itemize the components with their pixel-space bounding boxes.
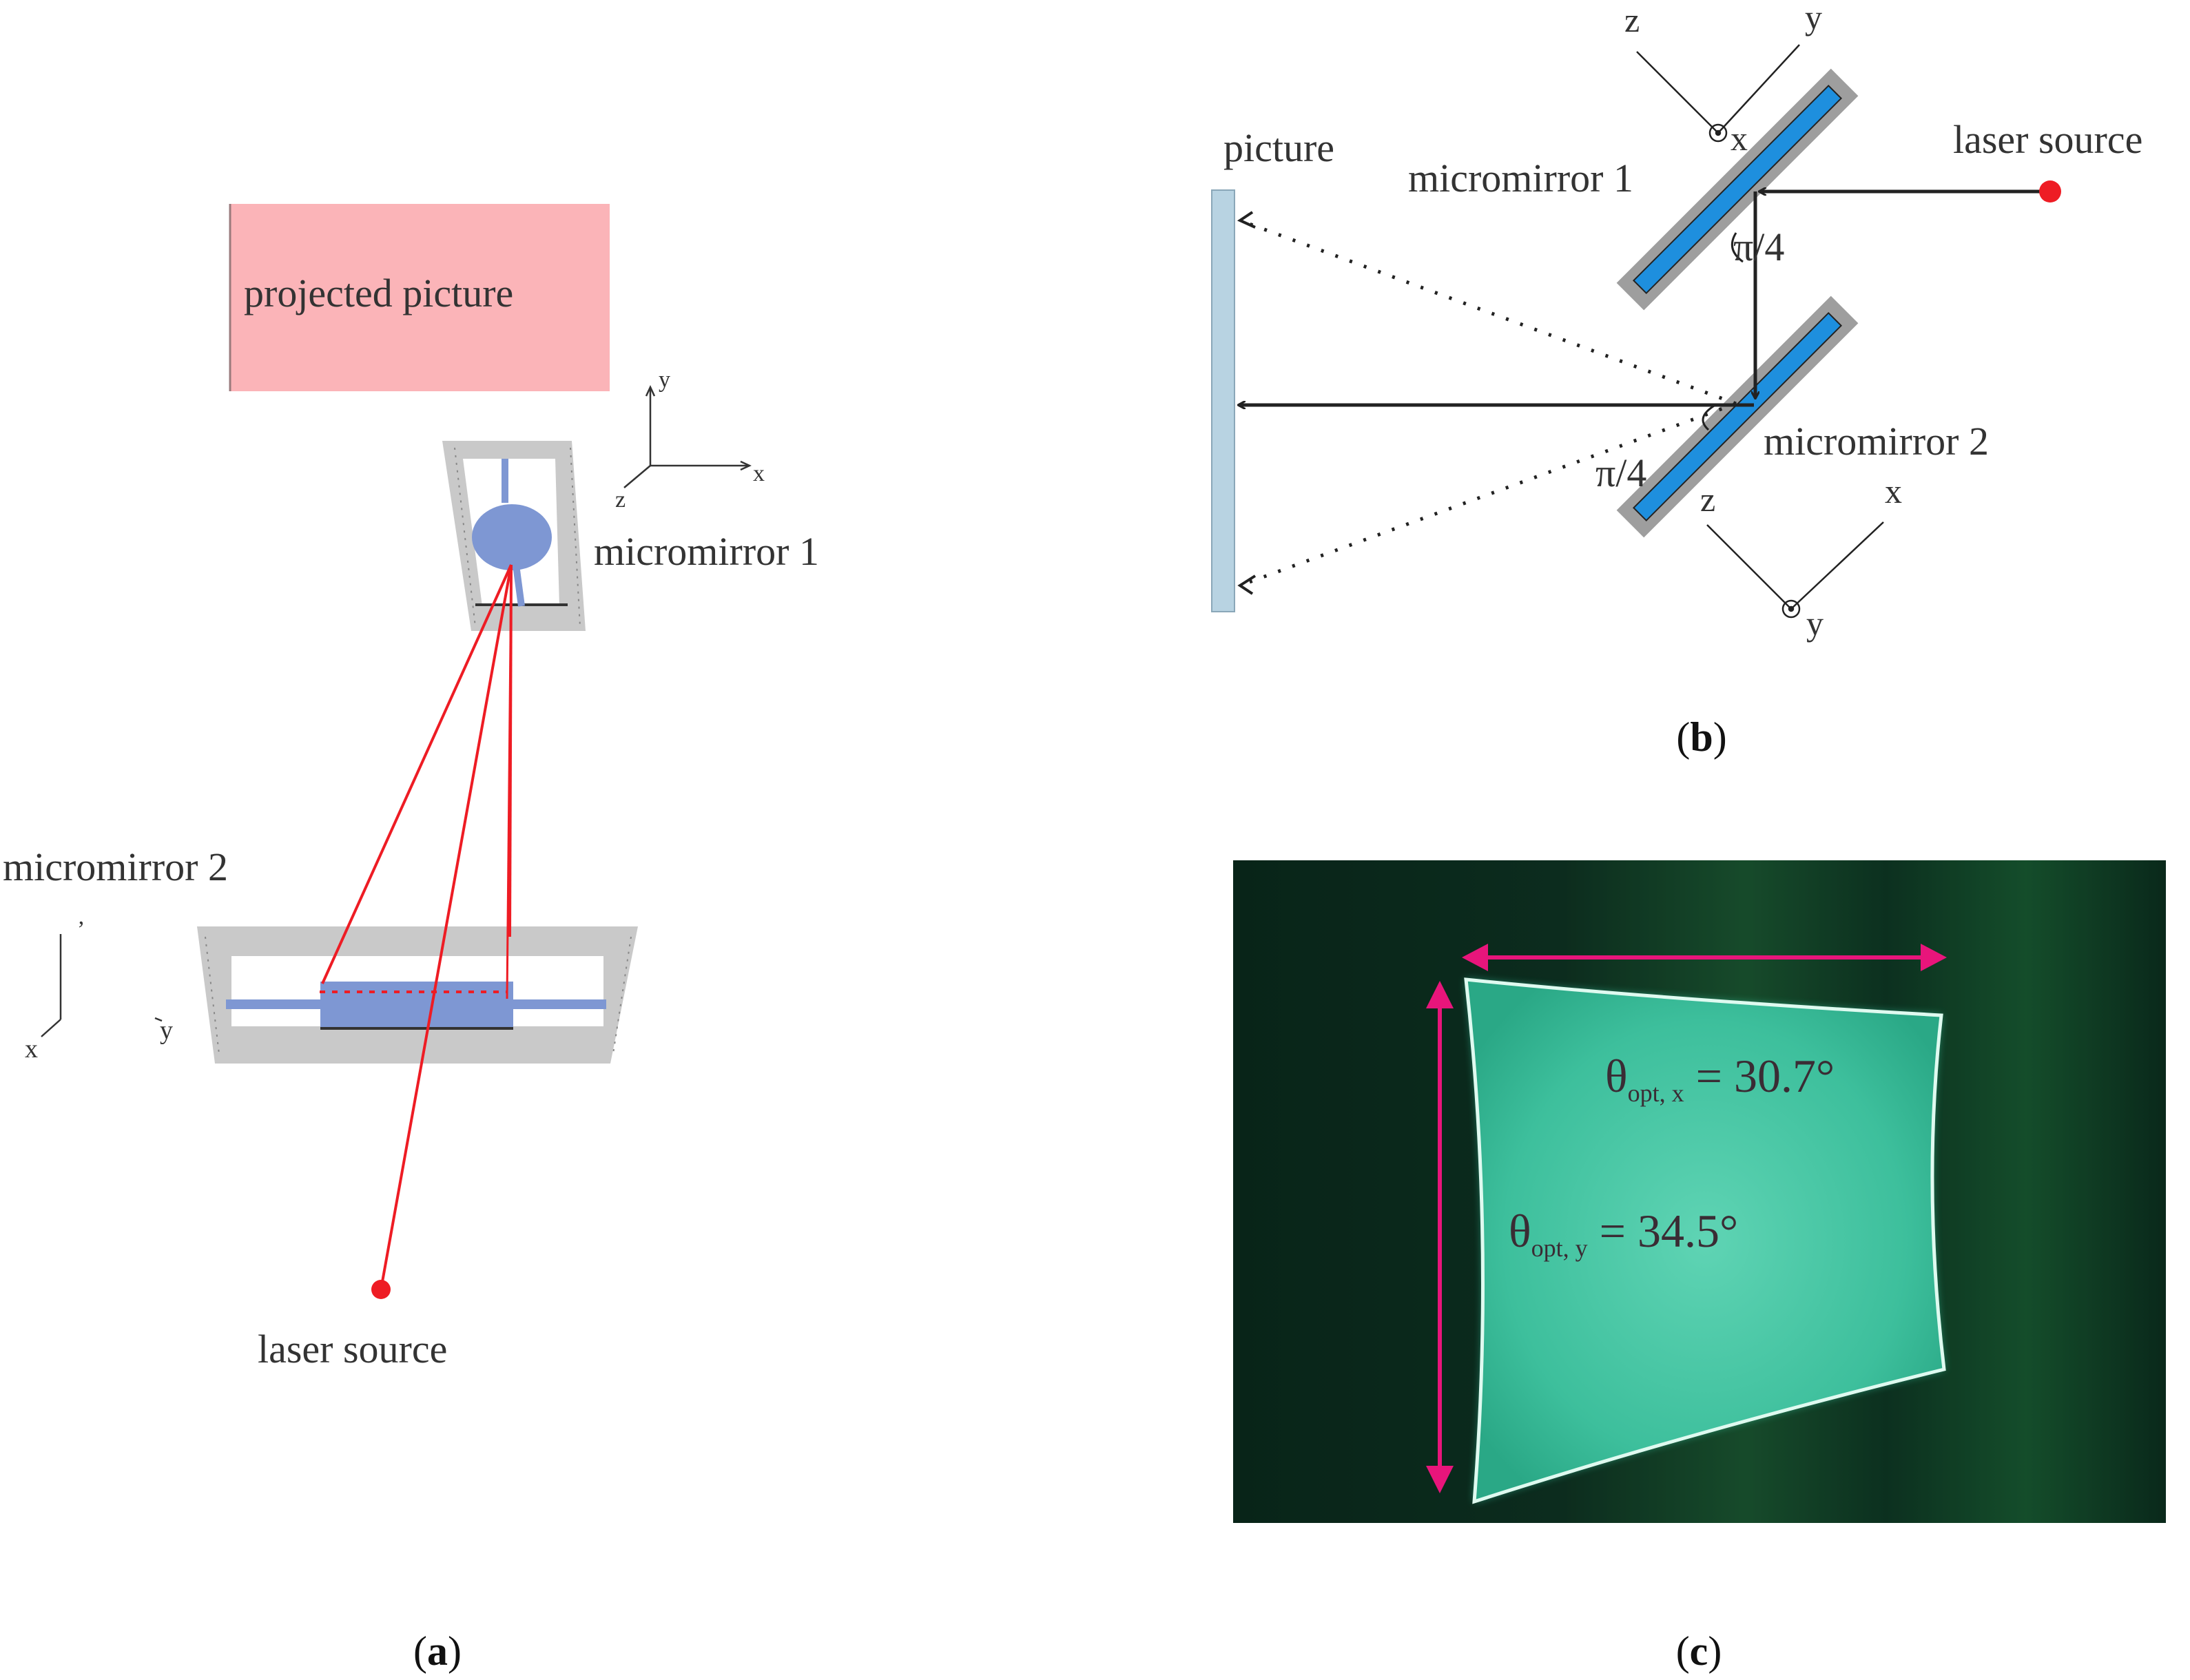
scan-area <box>1464 977 1946 1504</box>
scan-arrowhead-top <box>1237 211 1256 229</box>
micromirror-1-plate-b <box>1616 68 1859 311</box>
axes-top-b <box>1636 44 1800 143</box>
angle-label-2: π/4 <box>1595 450 1646 495</box>
micromirror-1-device <box>442 441 586 631</box>
angle-label-1: π/4 <box>1733 225 1784 269</box>
laser-source-label-a: laser source <box>258 1327 447 1371</box>
projected-picture-box <box>229 204 610 391</box>
theta-opt-x-label: θopt, x = 30.7° <box>1605 1050 1835 1107</box>
angle-arc-1 <box>1731 232 1744 263</box>
axes-left-a <box>41 934 163 1037</box>
panel-b: picture micromirror 1 micromirror 2 lase… <box>1211 0 2142 760</box>
scan-arrowhead-bottom <box>1237 574 1257 595</box>
axis-label-top-left-a: ’ <box>77 917 85 942</box>
vertical-dimension-arrow <box>1426 981 1454 1493</box>
caption-b: (b) <box>1676 714 1726 760</box>
picture-screen <box>1211 189 1235 612</box>
laser-source-label-b: laser source <box>1953 117 2142 162</box>
axis-label-z-bottom-b: z <box>1700 480 1715 519</box>
laser-source-dot-a <box>371 1280 391 1299</box>
axis-label-y-bottom-b: y <box>1806 604 1824 643</box>
scan-lines-b <box>1239 218 1737 588</box>
axis-label-x-top-a: x <box>753 461 765 486</box>
beam-path-b <box>1239 191 2049 405</box>
picture-label-b: picture <box>1223 125 1334 170</box>
micromirror-2-plate-b <box>1616 295 1859 538</box>
micromirror-2-device <box>197 926 638 1064</box>
theta-opt-y-label: θopt, y = 34.5° <box>1509 1205 1738 1262</box>
micromirror-1-label-a: micromirror 1 <box>594 529 819 574</box>
panel-a: projected picture y x z micromirror 1 <box>3 204 819 1674</box>
axis-label-x-bottom-b: x <box>1885 472 1902 510</box>
horizontal-dimension-arrow <box>1462 944 1947 971</box>
laser-source-dot-b <box>2039 180 2061 203</box>
axes-top-a <box>623 385 752 488</box>
axes-bottom-b <box>1706 521 1884 619</box>
panel-c: θopt, x = 30.7° θopt, y = 34.5° (c) <box>1233 860 2166 1674</box>
axis-label-y-top-b: y <box>1805 0 1822 37</box>
caption-a: (a) <box>413 1628 462 1674</box>
axis-label-z-top-a: z <box>615 487 626 512</box>
axis-label-x-left-a: x <box>25 1035 38 1064</box>
micromirror-2-label-b: micromirror 2 <box>1764 419 1989 464</box>
micromirror-1-label-b: micromirror 1 <box>1408 156 1633 200</box>
projected-picture-label: projected picture <box>244 271 513 315</box>
micromirror-2-label-a: micromirror 2 <box>3 844 228 889</box>
axis-label-z-top-b: z <box>1624 1 1640 39</box>
axis-label-x-top-b: x <box>1731 119 1748 158</box>
axis-label-y-top-a: y <box>659 367 670 393</box>
axis-label-y-left-a: y <box>160 1016 173 1045</box>
caption-c: (c) <box>1676 1628 1722 1674</box>
laser-rays-a <box>320 564 513 1290</box>
angle-arc-2 <box>1702 404 1716 431</box>
